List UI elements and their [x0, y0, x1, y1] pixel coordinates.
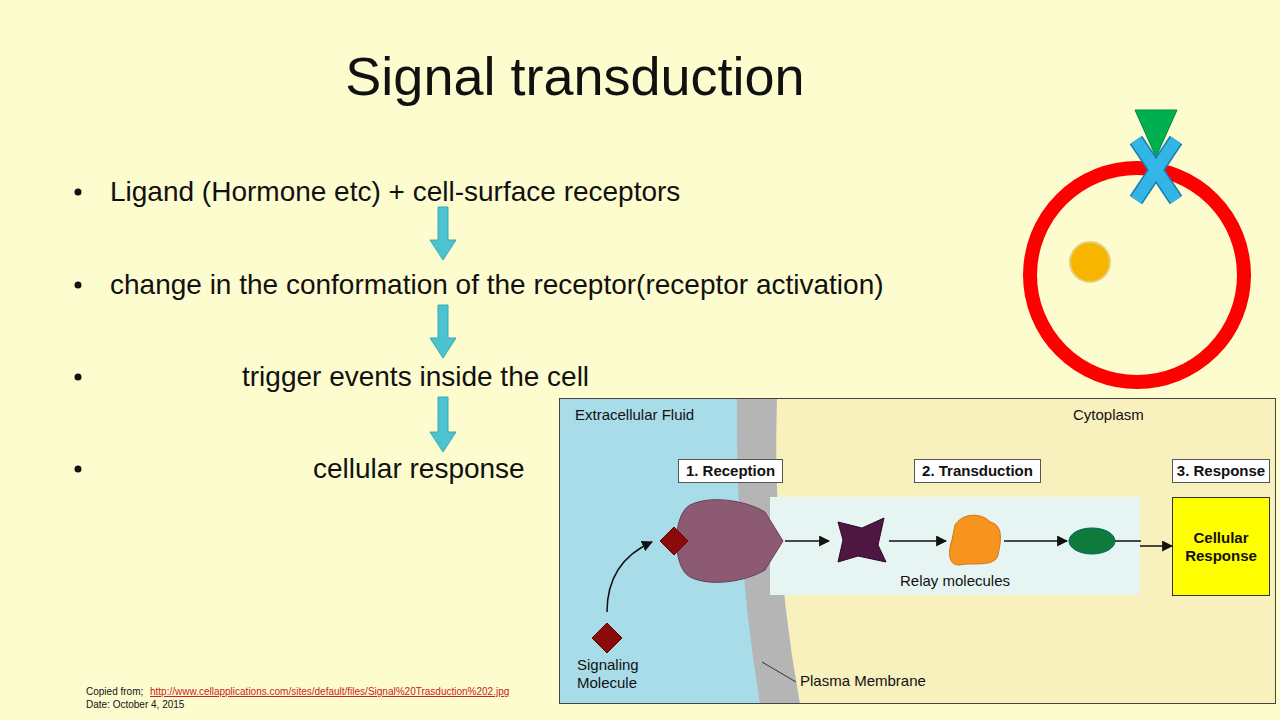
bullet-dot: [75, 374, 82, 381]
date-note: Date: October 4, 2015: [86, 699, 184, 711]
source-link: http://www.cellapplications.com/sites/de…: [150, 686, 509, 698]
relay-molecule: [950, 515, 1001, 565]
inset-frame: [560, 399, 1276, 704]
cell-nucleus: [1070, 242, 1110, 282]
bullet-dot: [75, 189, 82, 196]
relay-arrow: [785, 540, 829, 542]
step-label: 3. Response: [1172, 459, 1270, 483]
relay-molecule: [838, 518, 886, 562]
leader-line: [762, 662, 796, 682]
receptor-x: [1136, 140, 1176, 200]
source-note: Copied from;: [86, 686, 143, 698]
slide-title: Signal transduction: [0, 44, 1150, 109]
flow-connector: [1140, 545, 1172, 547]
plasma-membrane: [560, 399, 1276, 704]
receptor-protein: [677, 500, 784, 583]
relay-molecule: [1069, 528, 1115, 554]
cytoplasm-region: Cytoplasm 2. Transduction 3. ResponseRelay…: [740, 399, 1276, 704]
node-text: 1. Reception: [686, 462, 775, 480]
signaling-molecule: [592, 623, 622, 653]
relay-arrow: [1115, 540, 1141, 542]
bullet-text: cellular response: [313, 452, 525, 486]
relay-arrow: [1004, 540, 1067, 542]
node-text: Relay molecules: [770, 572, 1140, 590]
node-text: Extracellular Fluid: [575, 406, 694, 424]
signaling-molecule: [660, 527, 688, 555]
node-text: Cytoplasm: [1073, 406, 1144, 424]
flow-arrow: [430, 397, 456, 452]
relay-band: Relay molecules: [770, 497, 1140, 595]
response-box: Cellular Response: [1172, 497, 1270, 596]
step-label: 2. Transduction: [914, 459, 1041, 483]
extracellular-region-fill: [560, 399, 760, 704]
bullet-text: change in the conformation of the recept…: [110, 268, 884, 302]
bullet-dot: [75, 466, 82, 473]
flow-arrow: [430, 207, 456, 260]
extracellular-region: Extracellular FluidSignaling Molecule: [560, 399, 780, 704]
receptor-x: [1136, 140, 1176, 200]
bullet-text: trigger events inside the cell: [242, 360, 589, 394]
binding-arrow: [607, 542, 652, 612]
flow-arrow: [430, 305, 456, 358]
relay-arrow: [889, 540, 946, 542]
bullet-dot: [75, 282, 82, 289]
step-label: 1. Reception: [678, 459, 783, 483]
receptor-x: [1136, 140, 1176, 200]
receptor-x: [1136, 140, 1176, 200]
node-text: Signaling Molecule: [577, 656, 657, 692]
node-text: 3. Response: [1177, 462, 1265, 480]
node-text: Cellular Response: [1173, 529, 1269, 565]
bullet-text: Ligand (Hormone etc) + cell-surface rece…: [110, 175, 680, 209]
node-text: 2. Transduction: [922, 462, 1033, 480]
